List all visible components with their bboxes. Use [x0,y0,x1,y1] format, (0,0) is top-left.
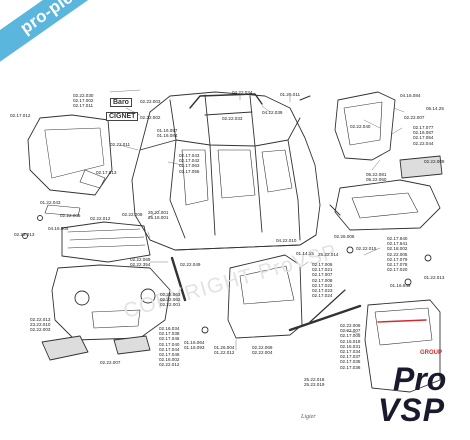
part-label: 02.22.069 02.22.004 [252,345,273,356]
part-label: 02.16.034 02.17.038 02.17.045 02.17.040 … [159,326,180,368]
part-label: 02.22.011 [110,142,131,147]
part-label: 02.22.013 23.22.010 02.22.003 [30,317,51,333]
part-label: 04.16.084 [400,93,421,98]
part-label: 02.22.007 [404,115,425,120]
part-label: 25.22.014 [318,252,339,257]
tailgate [334,91,396,161]
part-label: 02.17.013 [96,170,117,175]
part-label: 01.16.057 01.16.084 [157,128,178,139]
part-label: 01.14.15 [296,251,314,256]
part-label: 04.22.034 [232,90,253,95]
part-label: 04.22.010 [276,238,297,243]
part-label: 02.22.015 [356,246,377,251]
part-label: 02.22.030 02.17.002 02.17.011 [73,93,94,109]
part-label: 02.22.008 [122,212,143,217]
part-label: 01.26.004 01.22.012 [214,345,235,356]
part-label: 01.26.011 [280,92,301,97]
brand-tag-baro: Baro [110,98,132,107]
signature-text: Ligier [301,414,316,420]
part-label: 02.22.012 [90,216,111,221]
part-label: 04.22.039 [262,110,283,115]
part-label: 25.22.018 25.22.019 [304,377,325,388]
front-grille [61,221,151,263]
part-label: 02.22.006 02.22.007 02.17.005 02.16.018 … [340,323,361,370]
part-label: 02.22.007 [100,360,121,365]
part-label: 02.22.013 [14,232,35,237]
part-label: 01.22.013 [424,275,445,280]
logo-pro-text: Pro [393,361,447,397]
part-label: 02.26.006 [334,234,355,239]
part-label: 02.22.049 [180,262,201,267]
part-label: 02.17.077 02.16.087 02.17.054 02.22.044 [413,125,434,146]
part-label: 02.22.009 [424,159,445,164]
part-label: 04.16.004 [48,226,69,231]
logo-vsp-text: VSP [378,392,446,428]
part-label: 02.22.002 [140,115,161,120]
part-label: 02.17.640 02.17.641 02.18.002 02.22.005 … [387,236,408,273]
part-label: 05.14.25 [426,106,444,111]
brand-tag-cignet: CIGNET [106,112,139,121]
part-label: 02.22.063 02.22.062 02.22.001 [160,292,181,308]
part-label: 01.16.064 01.16.093 [184,340,205,351]
part-label: 25.22.001 25.16.001 [148,210,169,221]
body-shell [131,91,321,251]
part-label: 02.17.043 02.17.042 02.17.063 02.17.055 [179,153,200,174]
part-label: 01.16.649 [390,283,411,288]
rear-bumper [334,179,441,231]
part-label: 02.17.006 02.17.021 02.17.007 02.17.008 … [312,262,333,299]
front-door [227,254,303,339]
part-label: 02.22.033 [222,116,243,121]
part-label: 02.22.069 02.22.354 [130,257,151,268]
hood-panel [27,114,113,196]
part-label: 02.22.040 [350,124,371,129]
part-label: 02.22.005 [60,213,81,218]
part-label: 02.17.012 [10,113,31,118]
part-label: 02.22.003 [140,99,161,104]
part-label: 01.22.043 [40,200,61,205]
logo-group-text: GROUP [420,350,443,356]
rear-door [364,299,441,393]
part-label: 05.22.081 05.22.060 [366,172,387,183]
front-bumper [51,264,171,341]
lower-grille [41,335,151,361]
